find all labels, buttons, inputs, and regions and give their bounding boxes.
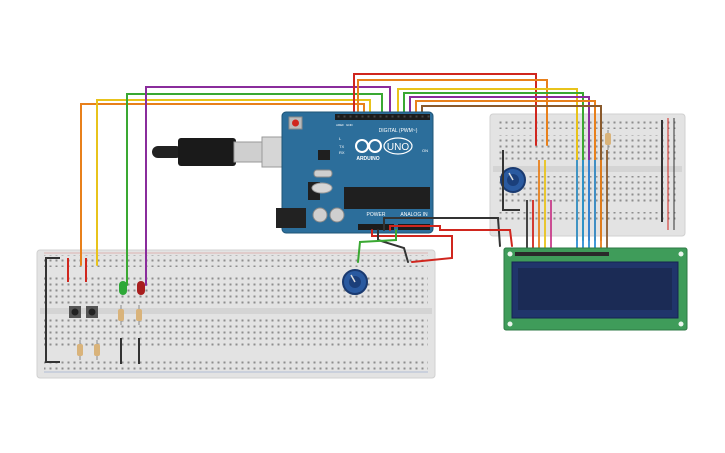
wire-green-to-led bbox=[126, 93, 383, 286]
resistor-icon bbox=[118, 305, 124, 325]
arduino-logo-icon bbox=[355, 139, 382, 153]
l-label: L bbox=[339, 136, 342, 141]
potentiometer-icon[interactable] bbox=[500, 167, 526, 193]
potentiometer-icon[interactable] bbox=[342, 269, 368, 295]
wire-purple-to-led bbox=[145, 86, 391, 286]
resistor-icon bbox=[605, 130, 611, 150]
wire-yellow-to-button bbox=[96, 99, 371, 266]
lcd-display bbox=[503, 247, 688, 331]
wire-green-pot bbox=[357, 229, 397, 263]
on-label: ON bbox=[422, 148, 428, 153]
wire-orange-to-led bbox=[80, 103, 365, 266]
wire-black-gnd bbox=[377, 229, 409, 263]
right-components bbox=[500, 120, 663, 248]
main-breadboard bbox=[36, 249, 436, 379]
pushbutton-icon[interactable] bbox=[69, 306, 81, 318]
wire-red-to-lcd bbox=[353, 73, 537, 146]
wire-red-right bbox=[389, 225, 513, 247]
board-model: UNO bbox=[387, 142, 409, 153]
led-icon bbox=[137, 281, 145, 295]
wire-group-power[interactable] bbox=[357, 217, 513, 263]
resistor-icon bbox=[136, 305, 142, 325]
analog-label: ANALOG IN bbox=[400, 212, 428, 218]
led-icon bbox=[119, 281, 127, 295]
main-components bbox=[45, 257, 368, 364]
rx-label: RX bbox=[339, 150, 345, 155]
wire-black-right bbox=[383, 217, 501, 247]
resistor-icon bbox=[77, 340, 83, 360]
power-label: POWER bbox=[367, 212, 386, 218]
tx-label: TX bbox=[339, 144, 344, 149]
pushbutton-icon[interactable] bbox=[86, 306, 98, 318]
microcontroller-chip bbox=[344, 187, 430, 209]
resistor-icon bbox=[94, 340, 100, 360]
digital-label: DIGITAL (PWM~) bbox=[379, 128, 418, 134]
arduino-uno-board: UNO ARDUINO DIGITAL (PWM~) POWER ANALOG … bbox=[276, 111, 434, 234]
wire-orange-to-lcd bbox=[357, 79, 548, 146]
wire-red-5v bbox=[371, 229, 453, 263]
gnd-label: GND bbox=[346, 123, 354, 127]
board-brand: ARDUINO bbox=[356, 156, 379, 162]
usb-cable-icon bbox=[152, 136, 305, 168]
aref-label: AREF bbox=[336, 123, 344, 127]
